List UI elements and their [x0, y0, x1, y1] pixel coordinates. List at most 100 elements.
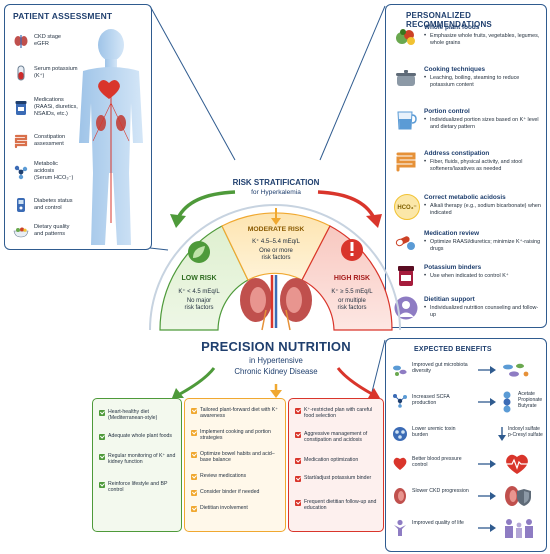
- check-icon: [99, 481, 105, 488]
- pills-icon: [395, 236, 415, 250]
- low-risk-title: LOW RISK: [181, 275, 217, 282]
- check-icon: [191, 505, 197, 512]
- recommendation-text: Individualized nutrition counseling and …: [430, 305, 539, 318]
- assessment-label: Serum potassium (K⁺): [34, 66, 78, 79]
- recommendation-title: Potassium binders: [424, 264, 482, 271]
- assessment-label: Constipation assessment: [34, 134, 66, 147]
- moderate-risk-threshold: K⁺ 4.5–5.4 mEq/L: [252, 239, 300, 245]
- assessment-label: Diabetes status and control: [34, 198, 73, 211]
- intestine-icon: [14, 134, 28, 149]
- benefit-label: Improved quality of life: [412, 520, 464, 526]
- arrow-right-icon: [478, 398, 496, 406]
- recommendation-text: Use when indicated to control K⁺: [430, 273, 509, 279]
- benefit-ckd-progression: Slower CKD progression: [392, 486, 546, 510]
- check-icon: [295, 431, 301, 438]
- recommendation-portion-control: Portion control • Individualized portion…: [394, 108, 544, 144]
- assessment-item-diet: Dietary quality and patterns: [13, 223, 113, 239]
- check-icon: [295, 475, 301, 482]
- low-risk-factors: No major risk factors: [184, 298, 214, 312]
- check-icon: [295, 457, 301, 464]
- list-item: Adequate whole plant foods: [99, 433, 181, 440]
- risk-title: RISK STRATIFICATION: [232, 178, 320, 187]
- recommendation-cooking-techniques: Cooking techniques • Leaching, boiling, …: [394, 66, 544, 102]
- measuring-cup-icon: [397, 111, 417, 130]
- microbes-icon: [393, 365, 407, 376]
- check-icon: [191, 429, 197, 436]
- glucometer-icon: [17, 198, 25, 212]
- recommendation-text: Emphasize whole fruits, vegetables, legu…: [430, 33, 540, 46]
- moderate-risk-factors: One or more risk factors: [259, 248, 293, 262]
- kidney-icon: [394, 488, 406, 504]
- low-risk-threshold: K⁺ < 4.5 mEq/L: [178, 289, 220, 295]
- benefit-gut-microbiota: Improved gut microbiota diversity: [392, 360, 546, 384]
- benefit-label: Better blood pressure control: [412, 456, 462, 469]
- kidneys-illustration: [240, 275, 312, 331]
- kidneys-icon: [14, 35, 28, 48]
- dietitian-icon: [394, 296, 418, 320]
- bullet: •: [424, 33, 427, 39]
- list-item: K⁺-restricted plan with careful food sel…: [295, 407, 381, 420]
- assessment-item-constipation: Constipation assessment: [13, 133, 113, 149]
- check-icon: [191, 489, 197, 496]
- benefit-label: Increased SCFA production: [412, 394, 450, 407]
- list-item: Review medications: [191, 473, 283, 480]
- assessment-label: Metabolic acidosis (Serum HCO₃⁻): [34, 161, 74, 181]
- heartbeat-icon: [506, 454, 528, 474]
- bullet: •: [424, 159, 427, 165]
- heart-icon: [393, 457, 407, 470]
- recommendation-text: Fiber, fluids, physical activity, and st…: [430, 159, 523, 172]
- benefit-label: Lower uremic toxin burden: [412, 426, 456, 439]
- recommendation-title: Correct metabolic acidosis: [424, 194, 506, 201]
- list-item: Start/adjust potassium binder: [295, 475, 381, 482]
- recommendation-title: Address constipation: [424, 150, 490, 157]
- precision-nutrition-sub2: Chronic Kidney Disease: [234, 367, 318, 376]
- blood-tube-icon: [17, 65, 25, 81]
- family-icon: [505, 519, 533, 538]
- recommendation-text: Alkali therapy (e.g., sodium bicarbonate…: [430, 203, 541, 216]
- list-item: Regular monitoring of K⁺ and kidney func…: [99, 453, 181, 466]
- moderate-risk-actions: Tailored plant-forward diet with K⁺ awar…: [184, 398, 286, 532]
- high-risk-title: HIGH RISK: [333, 275, 371, 282]
- check-icon: [99, 433, 105, 440]
- vegetables-icon: [396, 29, 415, 45]
- assessment-item-acidosis: Metabolic acidosis (Serum HCO₃⁻): [13, 161, 113, 182]
- benefit-label: Slower CKD progression: [412, 488, 469, 494]
- scfa-molecules-icon: [503, 391, 511, 413]
- low-risk-actions: Heart-healthy diet (Mediterranean-style)…: [92, 398, 182, 532]
- high-risk-threshold: K⁺ ≥ 5.5 mEq/L: [331, 289, 373, 295]
- recommendation-address-constipation: Address constipation • Fiber, fluids, ph…: [394, 150, 544, 190]
- recommendation-potassium-binders: Potassium binders • Use when indicated t…: [394, 264, 544, 294]
- expected-benefits-title: EXPECTED BENEFITS: [414, 346, 492, 353]
- assessment-item-diabetes: Diabetes status and control: [13, 197, 113, 213]
- low-risk-segment: [159, 225, 249, 331]
- recommendation-title: Dietitian support: [424, 296, 475, 303]
- recommendation-text: Individualized portion sizes based on K⁺…: [430, 117, 539, 130]
- food-bowl-icon: [13, 227, 29, 238]
- check-icon: [191, 451, 197, 458]
- list-item: Consider binder if needed: [191, 489, 283, 496]
- patient-assessment-title: PATIENT ASSESSMENT: [13, 11, 113, 21]
- microbiota-icon: [503, 363, 529, 377]
- assessment-item-medications: Medications (RAASi, diuretics, NSAIDs, e…: [13, 97, 113, 118]
- check-icon: [295, 407, 301, 414]
- list-item: Aggressive management of constipation an…: [295, 431, 381, 444]
- recommendation-text: Optimize RAASi/diuretics; minimize K⁺-ra…: [430, 239, 541, 252]
- arrow-right-icon: [478, 366, 496, 374]
- assessment-label: CKD stage eGFR: [34, 34, 62, 47]
- list-item: Medication optimization: [295, 457, 381, 464]
- list-item: Dietitian involvement: [191, 505, 283, 512]
- pill-bottle-icon: [15, 100, 27, 115]
- benefit-label: Improved gut microbiota diversity: [412, 362, 468, 375]
- heart-icon: [98, 80, 120, 99]
- risk-subtitle: for Hyperkalemia: [251, 189, 301, 196]
- benefit-quality-of-life: Improved quality of life: [392, 518, 546, 542]
- molecule-icon: [393, 394, 407, 408]
- recommendation-whole-plant-foods: Whole plant foods • Emphasize whole frui…: [394, 24, 544, 60]
- bullet: •: [424, 239, 427, 245]
- list-item: Optimize bowel habits and acid–base bala…: [191, 451, 283, 464]
- list-item: Implement cooking and portion strategies: [191, 429, 283, 442]
- check-icon: [191, 473, 197, 480]
- recommendation-title: Medication review: [424, 230, 480, 237]
- check-icon: [295, 499, 301, 506]
